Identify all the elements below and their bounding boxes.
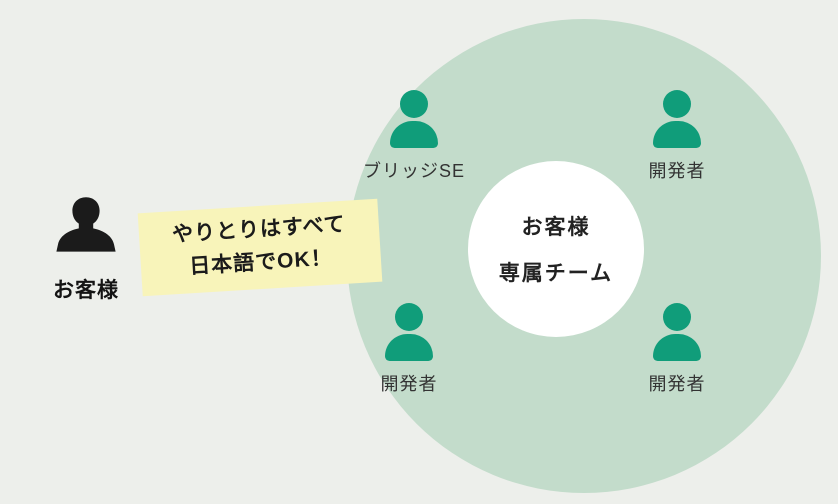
team-member-developer-1: 開発者: [612, 90, 742, 183]
member-label-developer-3: 開発者: [648, 374, 706, 394]
team-center-circle: お客様 専属チーム: [468, 161, 644, 337]
team-center-line1: お客様: [521, 216, 591, 239]
person-head-shape: [395, 303, 423, 331]
team-member-bridge-se: ブリッジSE: [349, 90, 479, 183]
callout-highlight: やりとりはすべて 日本語でOK！: [137, 198, 383, 297]
person-body-shape: [385, 334, 433, 361]
customer-label: お客様: [53, 279, 119, 302]
customer-silhouette-icon: [54, 192, 118, 260]
person-icon: [653, 303, 701, 361]
person-icon: [390, 90, 438, 148]
person-head-shape: [400, 90, 428, 118]
member-label-developer-1: 開発者: [648, 161, 706, 181]
team-member-developer-3: 開発者: [612, 303, 742, 396]
customer-figure: お客様: [34, 192, 138, 304]
person-body-shape: [653, 334, 701, 361]
team-center-line2: 専属チーム: [498, 262, 614, 285]
person-head-shape: [663, 90, 691, 118]
person-icon: [385, 303, 433, 361]
person-body-shape: [653, 121, 701, 148]
person-body-shape: [390, 121, 438, 148]
member-label-developer-2: 開発者: [380, 374, 438, 394]
team-member-developer-2: 開発者: [344, 303, 474, 396]
person-head-shape: [663, 303, 691, 331]
person-icon: [653, 90, 701, 148]
member-label-bridge-se: ブリッジSE: [362, 161, 465, 181]
